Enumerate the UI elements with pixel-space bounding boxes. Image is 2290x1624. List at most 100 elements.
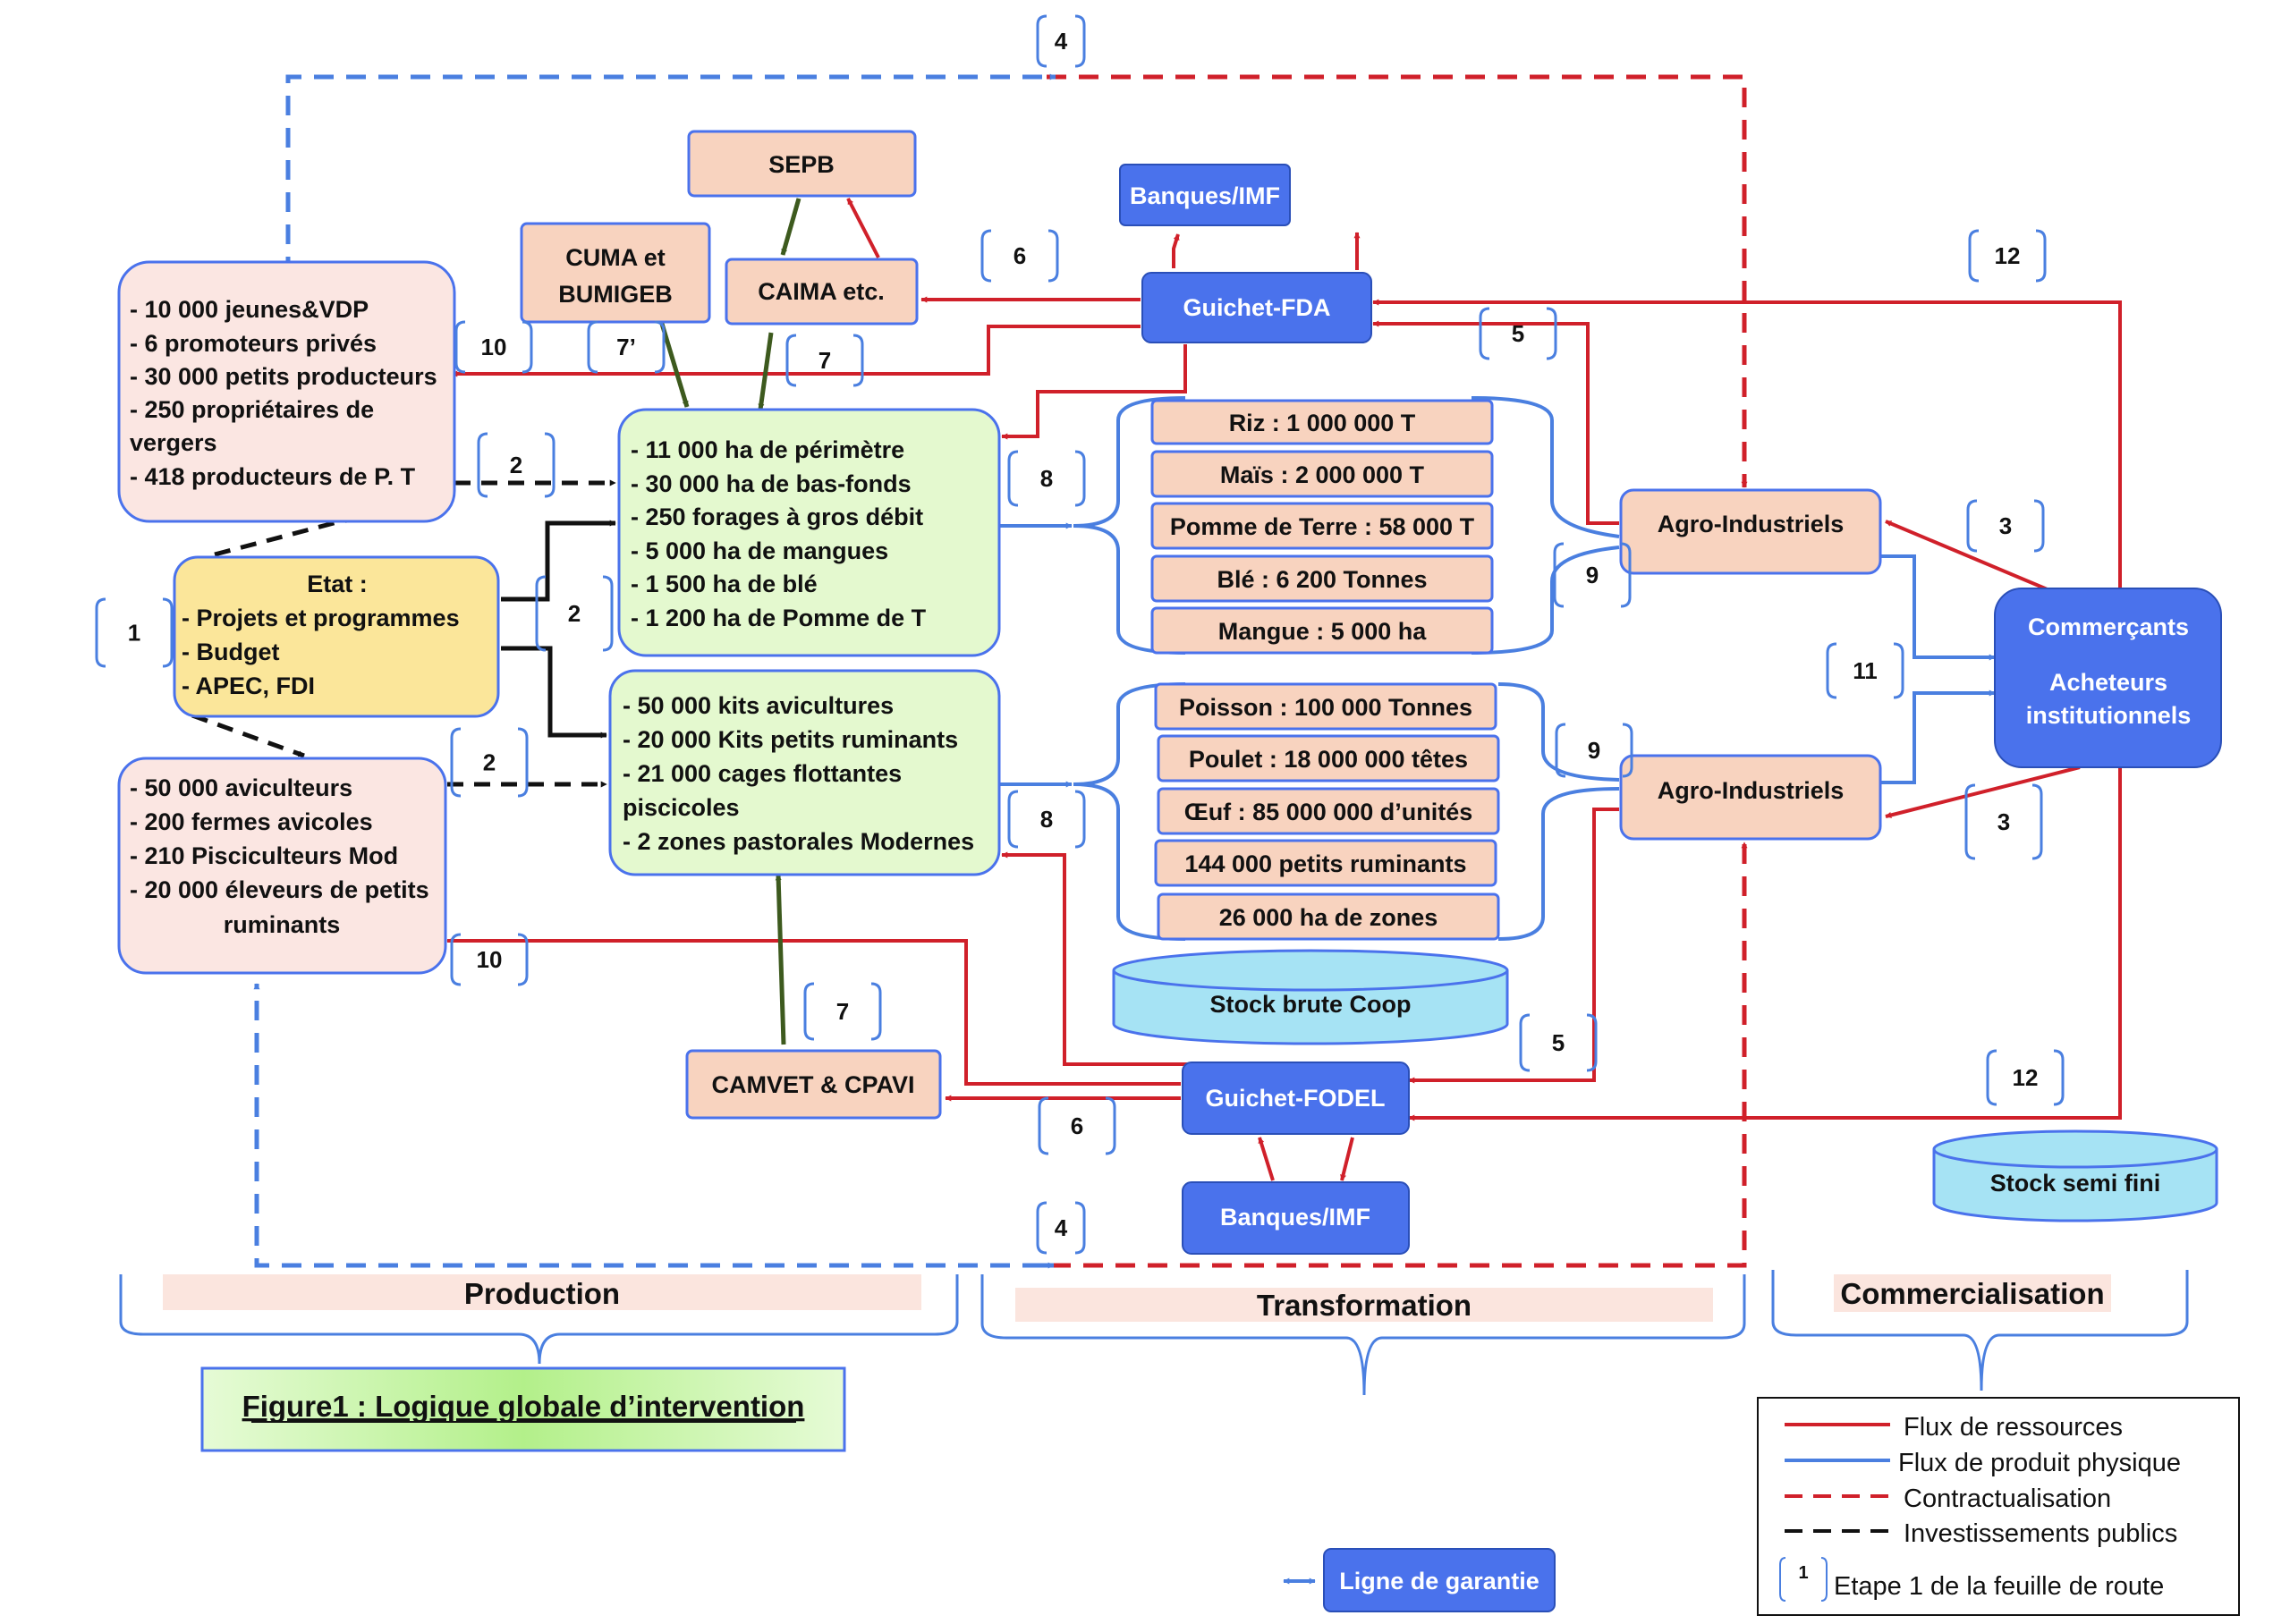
sepb-label: SEPB bbox=[768, 151, 835, 178]
producers-bottom-line-4: - 20 000 éleveurs de petits bbox=[130, 876, 429, 903]
legend-investissements: Investissements publics bbox=[1904, 1519, 2177, 1548]
crops-bracket bbox=[1073, 396, 1620, 655]
step-number: 9 bbox=[1586, 562, 1599, 588]
step-badge-s5-bot: 5 bbox=[1519, 1013, 1598, 1072]
step-number: 10 bbox=[477, 946, 503, 973]
step-number: 11 bbox=[1853, 657, 1878, 684]
producers-bottom-box: - 50 000 aviculteurs - 200 fermes avicol… bbox=[117, 757, 447, 975]
animal-poisson-label: Poisson : 100 000 Tonnes bbox=[1179, 694, 1472, 721]
commercants-line-2: Acheteurs bbox=[2049, 669, 2167, 696]
producers-top-line-1: - 10 000 jeunes&VDP bbox=[130, 296, 369, 323]
commercants-line-1: Commerçants bbox=[2028, 613, 2189, 640]
crop-riz-label: Riz : 1 000 000 T bbox=[1229, 410, 1416, 436]
producers-bottom-line-1: - 50 000 aviculteurs bbox=[130, 774, 352, 801]
animal-poulet: Poulet : 18 000 000 têtes bbox=[1157, 734, 1500, 782]
figure-caption-box: Figure1 : Logique globale d’intervention bbox=[200, 1366, 846, 1452]
infra-bottom-box: - 50 000 kits avicultures - 20 000 Kits … bbox=[608, 669, 1001, 876]
stock-brute-label: Stock brute Coop bbox=[1209, 991, 1411, 1018]
infra-top-line-3: - 250 forages à gros débit bbox=[631, 503, 923, 530]
step-badge-s9-bot: 9 bbox=[1555, 723, 1633, 778]
crop-mais-label: Maïs : 2 000 000 T bbox=[1220, 461, 1425, 488]
legend-etape: Etape 1 de la feuille de route bbox=[1834, 1572, 2164, 1601]
agro-bottom-box: Agro-Industriels bbox=[1619, 754, 1882, 841]
dashed-loop-bottom bbox=[253, 842, 1748, 1269]
svg-text:- 50 000 kits avicultures: - 50 000 kits avicultures - 20 000 Kits … bbox=[623, 692, 974, 855]
step-badge-s2-bot: 2 bbox=[450, 727, 529, 798]
guichet-fda-label: Guichet-FDA bbox=[1183, 294, 1331, 321]
step-badge-s7p: 7’ bbox=[587, 320, 666, 374]
producers-top-line-2: - 6 promoteurs privés bbox=[130, 330, 377, 357]
step-badge-s8-top: 8 bbox=[1007, 450, 1086, 507]
etat-line-1: - Projets et programmes bbox=[182, 605, 460, 631]
step-number: 8 bbox=[1040, 465, 1053, 492]
etat-line-2: - Budget bbox=[182, 639, 279, 665]
step-badge-s2-mid: 2 bbox=[535, 575, 614, 652]
crop-pomme-label: Pomme de Terre : 58 000 T bbox=[1170, 513, 1475, 540]
section-transformation: Transformation bbox=[1257, 1289, 1472, 1322]
agro-top-box: Agro-Industriels bbox=[1619, 488, 1882, 575]
legend-ressources: Flux de ressources bbox=[1904, 1413, 2123, 1442]
banques-top-box: Banques/IMF bbox=[1119, 164, 1291, 226]
step-number: 5 bbox=[1552, 1029, 1565, 1056]
infra-bottom-line-2: - 20 000 Kits petits ruminants bbox=[623, 726, 958, 753]
commercants-box: Commerçants Acheteurs institutionnels bbox=[1994, 588, 2222, 768]
step-number: 8 bbox=[1040, 806, 1053, 833]
producers-top-box: - 10 000 jeunes&VDP - 6 promoteurs privé… bbox=[117, 260, 456, 523]
step-badge-s7-bot: 7 bbox=[803, 982, 882, 1041]
infra-top-line-5: - 1 500 ha de blé bbox=[631, 571, 818, 597]
step-badge-s8-bot: 8 bbox=[1007, 790, 1086, 849]
crop-mangue-label: Mangue : 5 000 ha bbox=[1218, 618, 1428, 645]
step-badge-s1: 1 bbox=[95, 597, 174, 668]
section-production: Production bbox=[464, 1277, 620, 1310]
guichet-fodel-label: Guichet-FODEL bbox=[1206, 1085, 1386, 1112]
cuma-label-2: BUMIGEB bbox=[558, 281, 673, 308]
animals-bracket bbox=[1073, 682, 1620, 941]
step-number: 5 bbox=[1512, 320, 1524, 347]
commercialisation-band bbox=[1834, 1274, 2111, 1312]
infra-bottom-line-1: - 50 000 kits avicultures bbox=[623, 692, 894, 719]
step-number: 9 bbox=[1588, 737, 1600, 764]
step-number: 10 bbox=[481, 334, 507, 360]
infra-top-line-4: - 5 000 ha de mangues bbox=[631, 537, 888, 564]
step-number: 3 bbox=[1997, 808, 2010, 835]
caima-box: CAIMA etc. bbox=[725, 258, 919, 326]
producers-top-line-5: vergers bbox=[130, 429, 217, 456]
producers-bottom-line-2: - 200 fermes avicoles bbox=[130, 808, 373, 835]
step-badge-s3-top: 3 bbox=[1966, 499, 2045, 553]
garantie-label: Ligne de garantie bbox=[1339, 1568, 1539, 1594]
etat-box: Etat : - Projets et programmes - Budget … bbox=[173, 555, 500, 718]
step-number: 2 bbox=[510, 452, 522, 478]
investment-dashed-flows bbox=[191, 479, 616, 788]
step-number: 4 bbox=[1055, 1214, 1068, 1241]
banques-bottom-label: Banques/IMF bbox=[1220, 1204, 1370, 1231]
stock-semi-label: Stock semi fini bbox=[1990, 1170, 2161, 1197]
production-band bbox=[163, 1274, 921, 1310]
step-badge-s7-top: 7 bbox=[785, 334, 864, 387]
step-number: 1 bbox=[128, 620, 140, 647]
figure-caption: Figure1 : Logique globale d’intervention bbox=[242, 1390, 805, 1423]
guichet-fodel-box: Guichet-FODEL bbox=[1182, 1062, 1410, 1135]
step-number: 6 bbox=[1014, 242, 1026, 269]
legend-produit: Flux de produit physique bbox=[1898, 1449, 2181, 1477]
dashed-loop-top bbox=[284, 73, 1748, 488]
crop-mangue: Mangue : 5 000 ha bbox=[1150, 606, 1494, 655]
step-badge-s2-top: 2 bbox=[477, 432, 556, 498]
infra-top-line-6: - 1 200 ha de Pomme de T bbox=[631, 605, 927, 631]
crop-mais: Maïs : 2 000 000 T bbox=[1150, 450, 1494, 498]
producers-bottom-line-3: - 210 Pisciculteurs Mod bbox=[130, 842, 398, 869]
etat-title: Etat : bbox=[307, 571, 368, 597]
transformation-band bbox=[1015, 1288, 1713, 1322]
step-badge-s9-top: 9 bbox=[1553, 542, 1632, 608]
step-badge-s12-bot: 12 bbox=[1986, 1049, 2065, 1106]
crop-riz: Riz : 1 000 000 T bbox=[1150, 399, 1494, 445]
step-number: 2 bbox=[568, 600, 581, 627]
crop-pomme: Pomme de Terre : 58 000 T bbox=[1150, 502, 1494, 550]
etat-line-3: - APEC, FDI bbox=[182, 672, 315, 699]
animal-ruminants-label: 144 000 petits ruminants bbox=[1184, 850, 1466, 877]
legend-contractualisation: Contractualisation bbox=[1904, 1484, 2111, 1513]
cuma-box: CUMA et BUMIGEB bbox=[520, 222, 711, 324]
animal-ruminants: 144 000 petits ruminants bbox=[1154, 839, 1497, 887]
svg-text:- 50 000 aviculteurs - 2: - 50 000 aviculteurs - 200 fermes avicol… bbox=[130, 774, 429, 903]
